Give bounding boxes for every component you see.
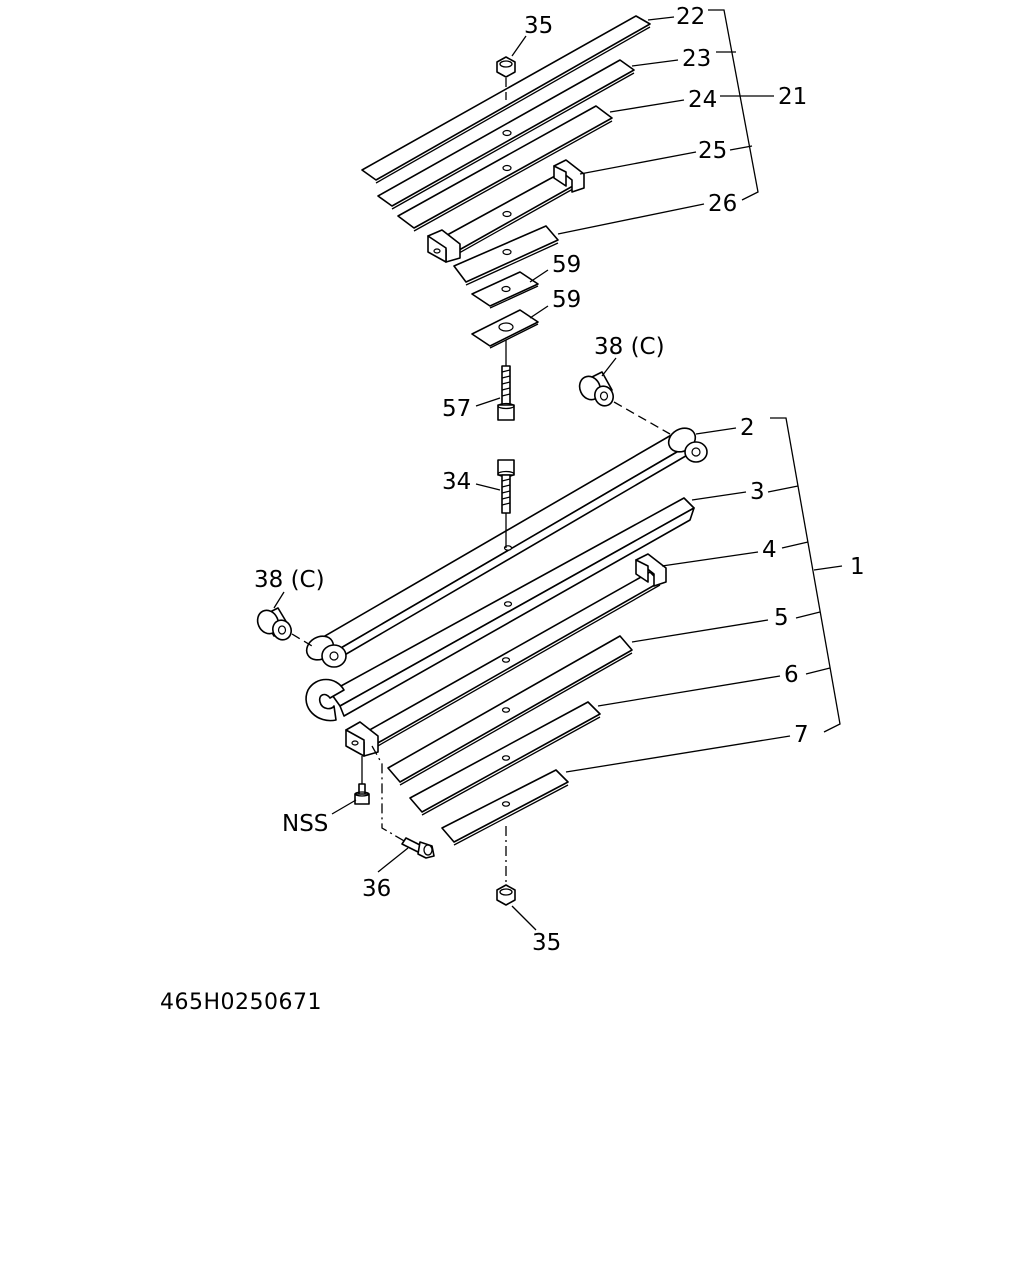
nut-35-top	[496, 56, 516, 100]
callout-35-bottom: 35	[532, 930, 561, 956]
callout-21: 21	[778, 84, 807, 110]
drawing-number: 465H0250671	[160, 990, 323, 1015]
clip-bolt-nss	[354, 756, 370, 805]
helper-spring-assembly	[361, 15, 651, 349]
callout-26: 26	[708, 191, 737, 217]
rebound-clip-4-right	[635, 553, 667, 587]
callout-38-left: 38 (C)	[254, 567, 325, 593]
leaf-3	[305, 497, 695, 722]
bushing-38-right	[578, 371, 671, 435]
callout-23: 23	[682, 46, 711, 72]
callout-22: 22	[676, 4, 705, 30]
callout-5: 5	[774, 605, 789, 631]
callout-59-a: 59	[552, 252, 581, 278]
leaf-7	[441, 769, 569, 846]
callout-labels: 35 22 23 24 21 25 26 59 59 38 (C) 57 2 3…	[254, 4, 865, 956]
callout-nss: NSS	[282, 811, 328, 837]
callout-3: 3	[750, 479, 765, 505]
callout-34: 34	[442, 469, 471, 495]
callout-6: 6	[784, 662, 799, 688]
callout-38-right: 38 (C)	[594, 334, 665, 360]
leader-lines	[273, 9, 843, 931]
bushing-38-left	[256, 607, 313, 647]
leaf-4	[345, 553, 667, 757]
bolt-57	[497, 340, 515, 421]
callout-24: 24	[688, 87, 717, 113]
clip-bolt-36	[371, 745, 435, 859]
callout-59-b: 59	[552, 287, 581, 313]
callout-36: 36	[362, 876, 391, 902]
callout-2: 2	[740, 415, 755, 441]
callout-35-top: 35	[524, 13, 553, 39]
callout-1: 1	[850, 554, 865, 580]
rebound-clip-25-right	[553, 159, 585, 193]
nut-35-bottom	[496, 826, 516, 906]
callout-57: 57	[442, 396, 471, 422]
callout-7: 7	[794, 722, 809, 748]
callout-25: 25	[698, 138, 727, 164]
bolt-34	[497, 459, 515, 548]
leaf-6	[409, 701, 601, 816]
rebound-clip-25-left	[427, 229, 461, 263]
callout-4: 4	[762, 537, 777, 563]
rebound-clip-4-left	[345, 721, 379, 757]
leaf-5	[387, 635, 633, 786]
